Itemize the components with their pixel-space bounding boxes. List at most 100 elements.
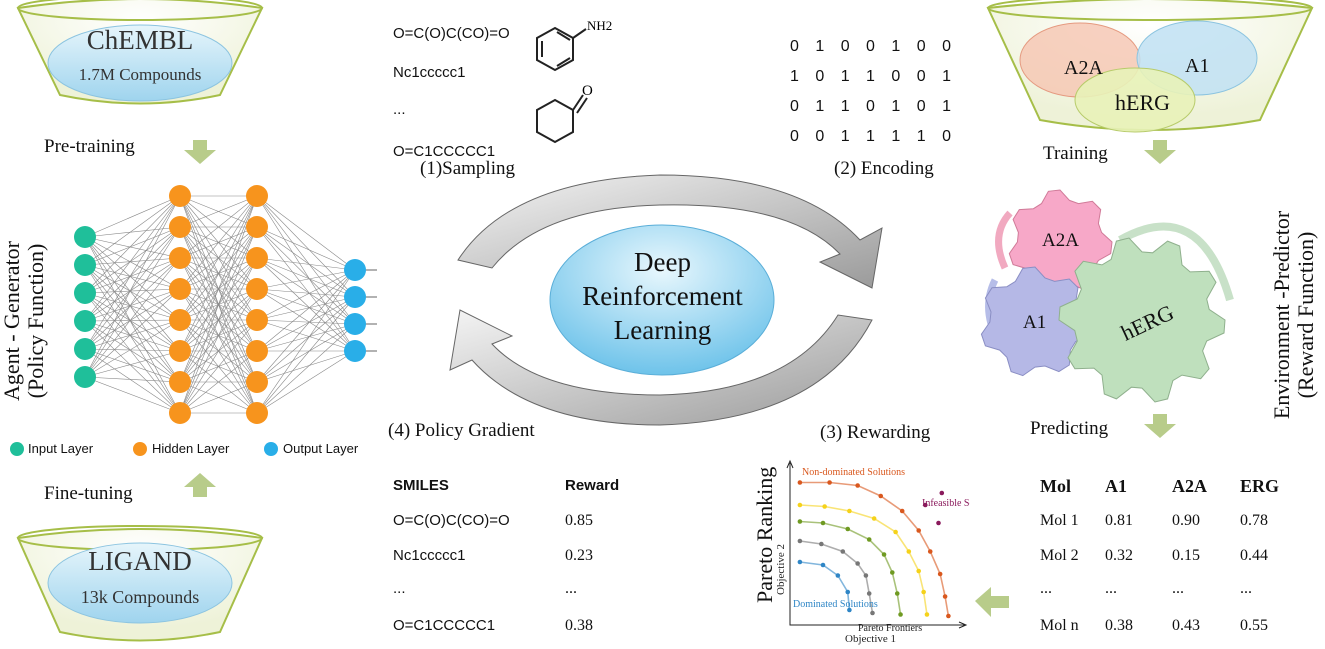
pareto-point [936, 520, 941, 526]
nn-connection [84, 264, 181, 321]
nn-connection [256, 257, 356, 352]
hidden-node [246, 402, 268, 424]
nn-connection [256, 296, 356, 414]
pred-cell: ... [1040, 580, 1052, 597]
output-node [344, 313, 366, 335]
finetuning-arrow [184, 473, 216, 497]
pareto-point [894, 591, 900, 596]
pareto-point [797, 519, 803, 524]
pareto-point [819, 541, 824, 547]
nn-connection [84, 236, 181, 290]
reward-row-value: 0.38 [565, 617, 593, 634]
pareto-point [939, 490, 945, 496]
nn-connection [84, 350, 181, 378]
reward-row-smiles: O=C1CCCCC1 [393, 617, 496, 634]
nn-connection [256, 226, 356, 298]
nn-connection [179, 195, 258, 383]
pred-cell: ... [1105, 580, 1117, 597]
pareto-point [797, 480, 803, 485]
input-node [74, 338, 96, 360]
pareto-point [827, 480, 832, 485]
training-arrow [1144, 140, 1176, 164]
nn-connection [256, 323, 356, 383]
output-node [344, 340, 366, 362]
pred-cell: ... [1240, 580, 1252, 597]
nn-connection [179, 195, 258, 321]
reward-row-value: ... [565, 580, 577, 597]
predicting-label: Predicting [1030, 418, 1109, 439]
nn-connection [84, 320, 181, 383]
hidden-node [169, 340, 191, 362]
pareto-point [797, 502, 803, 508]
a2a-rotation-arrow [995, 210, 1013, 270]
nn-connection [84, 264, 181, 414]
pareto-point [863, 573, 869, 578]
step-rewarding: (3) Rewarding [820, 422, 931, 443]
pareto-point [906, 549, 912, 554]
dominated-annotation: Dominated Solutions [793, 599, 878, 610]
binary-row: 0 1 0 0 1 0 0 [790, 38, 957, 55]
nn-connection [256, 288, 356, 325]
pred-cell: 0.15 [1172, 547, 1200, 564]
pred-cell: 0.38 [1105, 617, 1133, 634]
cyclohexanone-structure [536, 94, 588, 144]
nn-connection [84, 257, 181, 322]
molecule-structures: NH2 O [536, 18, 612, 144]
nn-connection [256, 319, 356, 325]
non-dominated-annotation: Non-dominated Solutions [802, 467, 905, 478]
agent-panel-graphics [10, 0, 377, 642]
output-legend-dot [264, 442, 278, 456]
nn-connection [84, 292, 181, 352]
pareto-point [893, 529, 898, 535]
nn-connection [84, 292, 181, 414]
pred-cell: 0.44 [1240, 547, 1268, 564]
nn-connection [84, 288, 181, 350]
nn-connection [179, 319, 258, 414]
nn-connection [256, 257, 356, 325]
nn-connection [84, 226, 181, 266]
pareto-point [820, 562, 826, 568]
nn-connection [256, 288, 356, 298]
nn-connection [179, 195, 258, 290]
env-title-line2: (Reward Function) [1293, 231, 1318, 399]
nn-connection [84, 288, 181, 378]
nn-connection [84, 236, 181, 352]
pred-header: A2A [1172, 476, 1207, 496]
herg-rotation-arrow [1118, 222, 1234, 302]
pareto-point [890, 570, 895, 575]
arrow-sampling-to-encoding [457, 174, 883, 289]
step-encoding: (2) Encoding [834, 158, 934, 179]
core-line: Learning [613, 315, 712, 345]
nn-connection [84, 236, 181, 259]
pareto-point [847, 607, 852, 613]
nn-connection [179, 195, 258, 259]
nn-connection [84, 264, 181, 352]
chembl-label: ChEMBL [86, 25, 194, 55]
chart-axes [786, 459, 968, 629]
nn-connection [256, 195, 356, 298]
predicting-arrow [1144, 414, 1176, 438]
pareto-point [847, 508, 852, 514]
agent-title-line1: Agent - Generator [0, 240, 24, 402]
pareto-point [855, 483, 860, 488]
nn-connection [84, 226, 181, 378]
input-node [74, 310, 96, 332]
ligand-count: 13k Compounds [80, 587, 200, 607]
step-policy-gradient: (4) Policy Gradient [388, 420, 535, 441]
funnel-a1: A1 [1185, 55, 1210, 77]
nn-connection [84, 376, 181, 383]
legend-hidden: Hidden Layer [152, 441, 230, 456]
reward-row-smiles: O=C(O)C(CO)=O [393, 512, 510, 529]
reward-row-value: 0.85 [565, 512, 593, 529]
nn-connection [84, 195, 181, 350]
neural-network [74, 185, 377, 424]
reward-header-reward: Reward [565, 477, 620, 494]
pred-cell: 0.32 [1105, 547, 1133, 564]
nn-connection [84, 376, 181, 414]
step-sampling: (1)Sampling [420, 158, 515, 179]
core-label: Deep Reinforcement Learning [560, 245, 765, 347]
nn-connection [84, 292, 181, 321]
nn-connection [256, 269, 356, 352]
x-axis-label: Objective 1 [845, 633, 896, 645]
core-line: Reinforcement [582, 281, 743, 311]
